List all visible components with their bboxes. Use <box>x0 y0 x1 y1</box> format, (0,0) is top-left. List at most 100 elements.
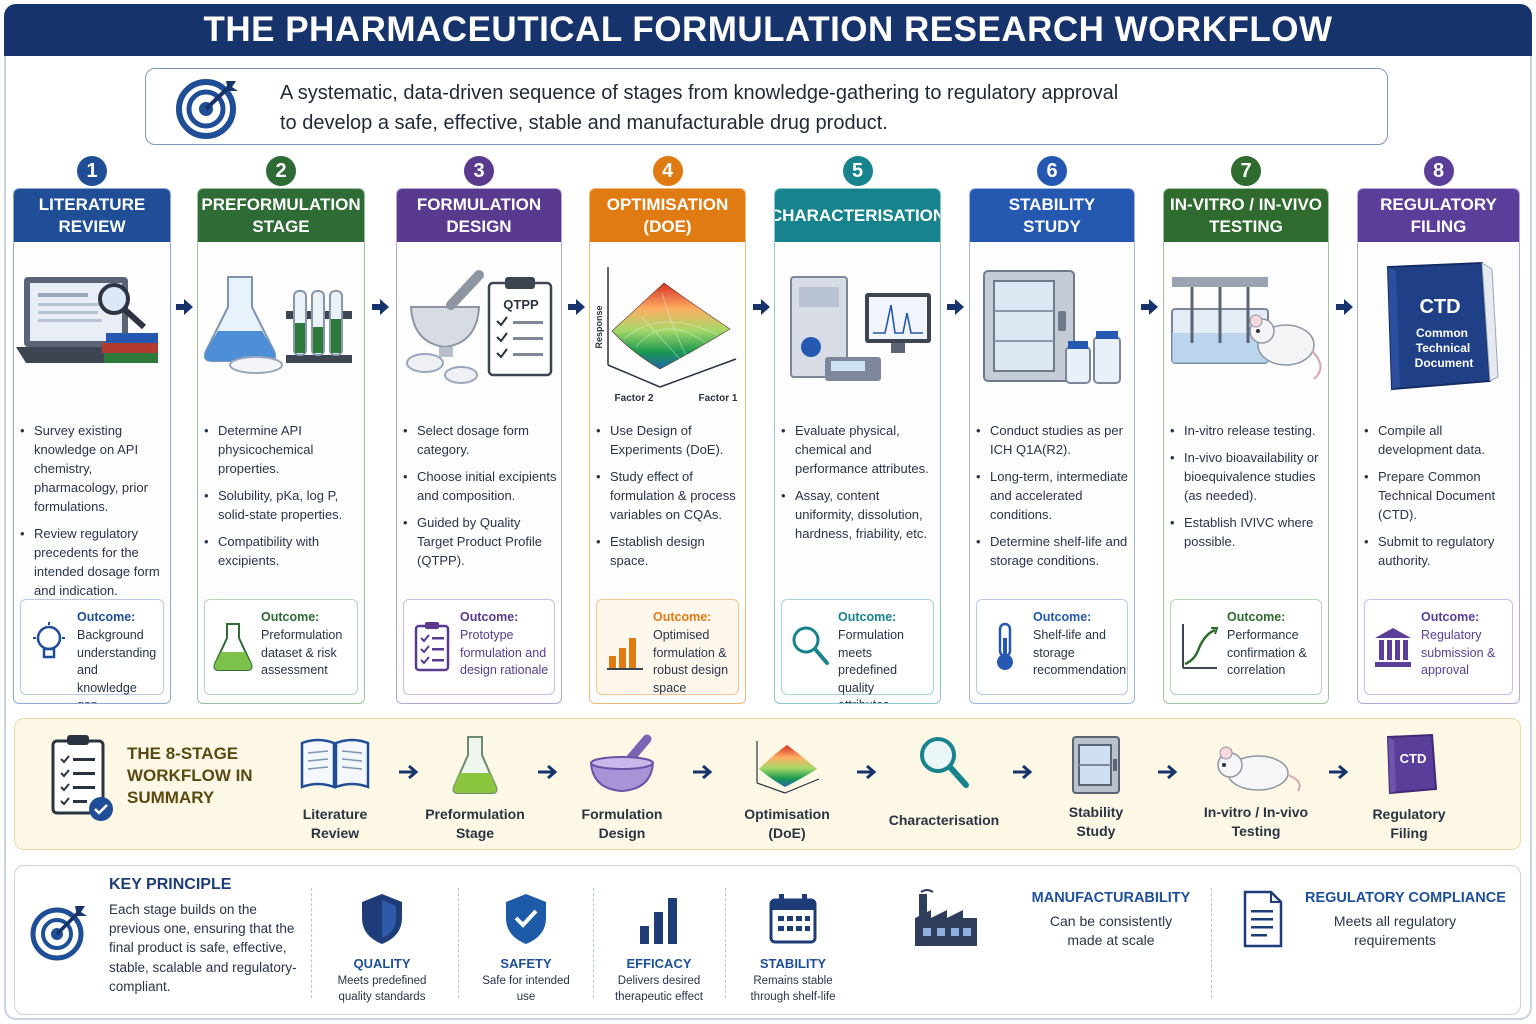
stage-title: CHARACTERISATION <box>775 189 940 242</box>
key-principle-text: Each stage builds on the previous one, e… <box>109 902 297 994</box>
outcome-text: Regulatory submission & approval <box>1421 628 1496 677</box>
outcome-box: Outcome: Performance confirmation & corr… <box>1170 599 1322 695</box>
bullet: In-vivo bioavailability or bioequivalenc… <box>1170 448 1324 505</box>
rat-icon <box>1217 746 1301 792</box>
outcome-box: Outcome: Regulatory submission & approva… <box>1364 599 1513 695</box>
stage-number: 2 <box>266 156 296 186</box>
bullet: Guided by Quality Target Product Profile… <box>403 513 557 570</box>
axis-factor2-label: Factor 2 <box>615 393 654 404</box>
magnifier-icon <box>920 737 969 788</box>
bullet: Establish IVIVC where possible. <box>1170 513 1324 551</box>
flask-icon <box>452 736 498 794</box>
bullet: Survey existing knowledge on API chemist… <box>20 421 166 516</box>
bar-chart-icon <box>640 898 677 944</box>
key-principle-title: KEY PRINCIPLE <box>109 876 232 893</box>
outcome-label: Outcome: <box>77 610 136 624</box>
arrow-right-icon <box>538 764 558 780</box>
outcome-label: Outcome: <box>1033 610 1092 624</box>
outcome-box: Outcome: Prototype formulation and desig… <box>403 599 555 695</box>
outcome-label: Outcome: <box>261 610 320 624</box>
bullet: Submit to regulatory authority. <box>1364 532 1515 570</box>
stage-number: 3 <box>464 156 494 186</box>
arrow-right-icon <box>568 299 585 315</box>
divider <box>593 888 594 998</box>
mortar-clipboard-illustration: QTPP <box>406 270 553 384</box>
bullet: In-vitro release testing. <box>1170 421 1324 440</box>
divider <box>1211 888 1212 998</box>
ctd-book-illustration: CTD Common Technical Document <box>1386 261 1499 391</box>
lightbulb-icon <box>33 622 65 659</box>
outcome-box: Outcome: Preformulation dataset & risk a… <box>204 599 358 695</box>
pillar-title: SAFETY <box>500 956 552 971</box>
axis-factor1-label: Factor 1 <box>699 393 738 404</box>
manufacturability-title: MANUFACTURABILITY <box>1031 890 1191 906</box>
arrow-right-icon <box>372 299 389 315</box>
stage-number: 7 <box>1231 156 1261 186</box>
page-title: THE PHARMACEUTICAL FORMULATION RESEARCH … <box>203 10 1333 49</box>
intro-line-2: to develop a safe, effective, stable and… <box>280 112 888 134</box>
arrow-right-icon <box>176 299 193 315</box>
magnifier-icon <box>792 626 829 665</box>
outcome-text: Formulation meets predefined quality att… <box>838 628 904 703</box>
bullet: Solubility, pKa, log P, solid-state prop… <box>204 486 360 524</box>
arrow-right-icon <box>857 764 877 780</box>
arrow-right-icon <box>753 299 770 315</box>
regulatory-compliance-block: REGULATORY COMPLIANCE Meets all regulato… <box>1305 890 1515 950</box>
target-icon <box>30 906 87 961</box>
bullet: Select dosage form category. <box>403 421 557 459</box>
bullet: Assay, content uniformity, dissolution, … <box>781 486 936 543</box>
stage-bullets: Survey existing knowledge on API chemist… <box>20 421 166 608</box>
stage-bullets: Evaluate physical, chemical and performa… <box>781 421 936 551</box>
thermometer-icon <box>997 622 1013 670</box>
shield-check-icon <box>506 894 546 944</box>
stage-number: 1 <box>77 156 107 186</box>
bullet: Determine API physicochemical properties… <box>204 421 360 478</box>
open-book-icon <box>300 738 370 789</box>
outcome-box: Outcome: Formulation meets predefined qu… <box>781 599 934 703</box>
outcome-label: Outcome: <box>460 610 519 624</box>
outcome-text: Preformulation dataset & risk assessment <box>261 628 343 677</box>
summary-label: Characterisation <box>888 812 1000 828</box>
outcome-label: Outcome: <box>1421 610 1480 624</box>
bullet: Review regulatory precedents for the int… <box>20 524 166 600</box>
flask-tubes-illustration <box>203 276 352 374</box>
bullet: Prepare Common Technical Document (CTD). <box>1364 467 1515 524</box>
title-bar: THE PHARMACEUTICAL FORMULATION RESEARCH … <box>4 4 1532 56</box>
ctd-book-icon: CTD <box>1386 733 1438 795</box>
calendar-icon <box>769 894 817 944</box>
dissolution-rat-illustration <box>1171 277 1322 380</box>
axis-response-label: Response <box>594 305 604 348</box>
bullet: Long-term, intermediate and accelerated … <box>976 467 1130 524</box>
stage-number: 6 <box>1037 156 1067 186</box>
arrow-right-icon <box>693 764 713 780</box>
ctd-book-title: CTD <box>1419 296 1460 318</box>
pillar-title: QUALITY <box>353 956 411 971</box>
shield-icon <box>362 894 402 944</box>
document-icon <box>1243 890 1283 948</box>
bullet: Compile all development data. <box>1364 421 1515 459</box>
ctd-label: CTD <box>1400 751 1427 766</box>
summary-item-optimisation: Optimisation(DoE) <box>737 733 837 843</box>
response-surface-illustration: Response Factor 2 Factor 1 <box>594 267 738 404</box>
bullet: Evaluate physical, chemical and performa… <box>781 421 936 478</box>
bullet: Conduct studies as per ICH Q1A(R2). <box>976 421 1130 459</box>
divider <box>311 888 312 998</box>
divider <box>725 888 726 998</box>
stage-title: OPTIMISATION(DOE) <box>590 189 745 242</box>
arrow-right-icon <box>1158 764 1178 780</box>
